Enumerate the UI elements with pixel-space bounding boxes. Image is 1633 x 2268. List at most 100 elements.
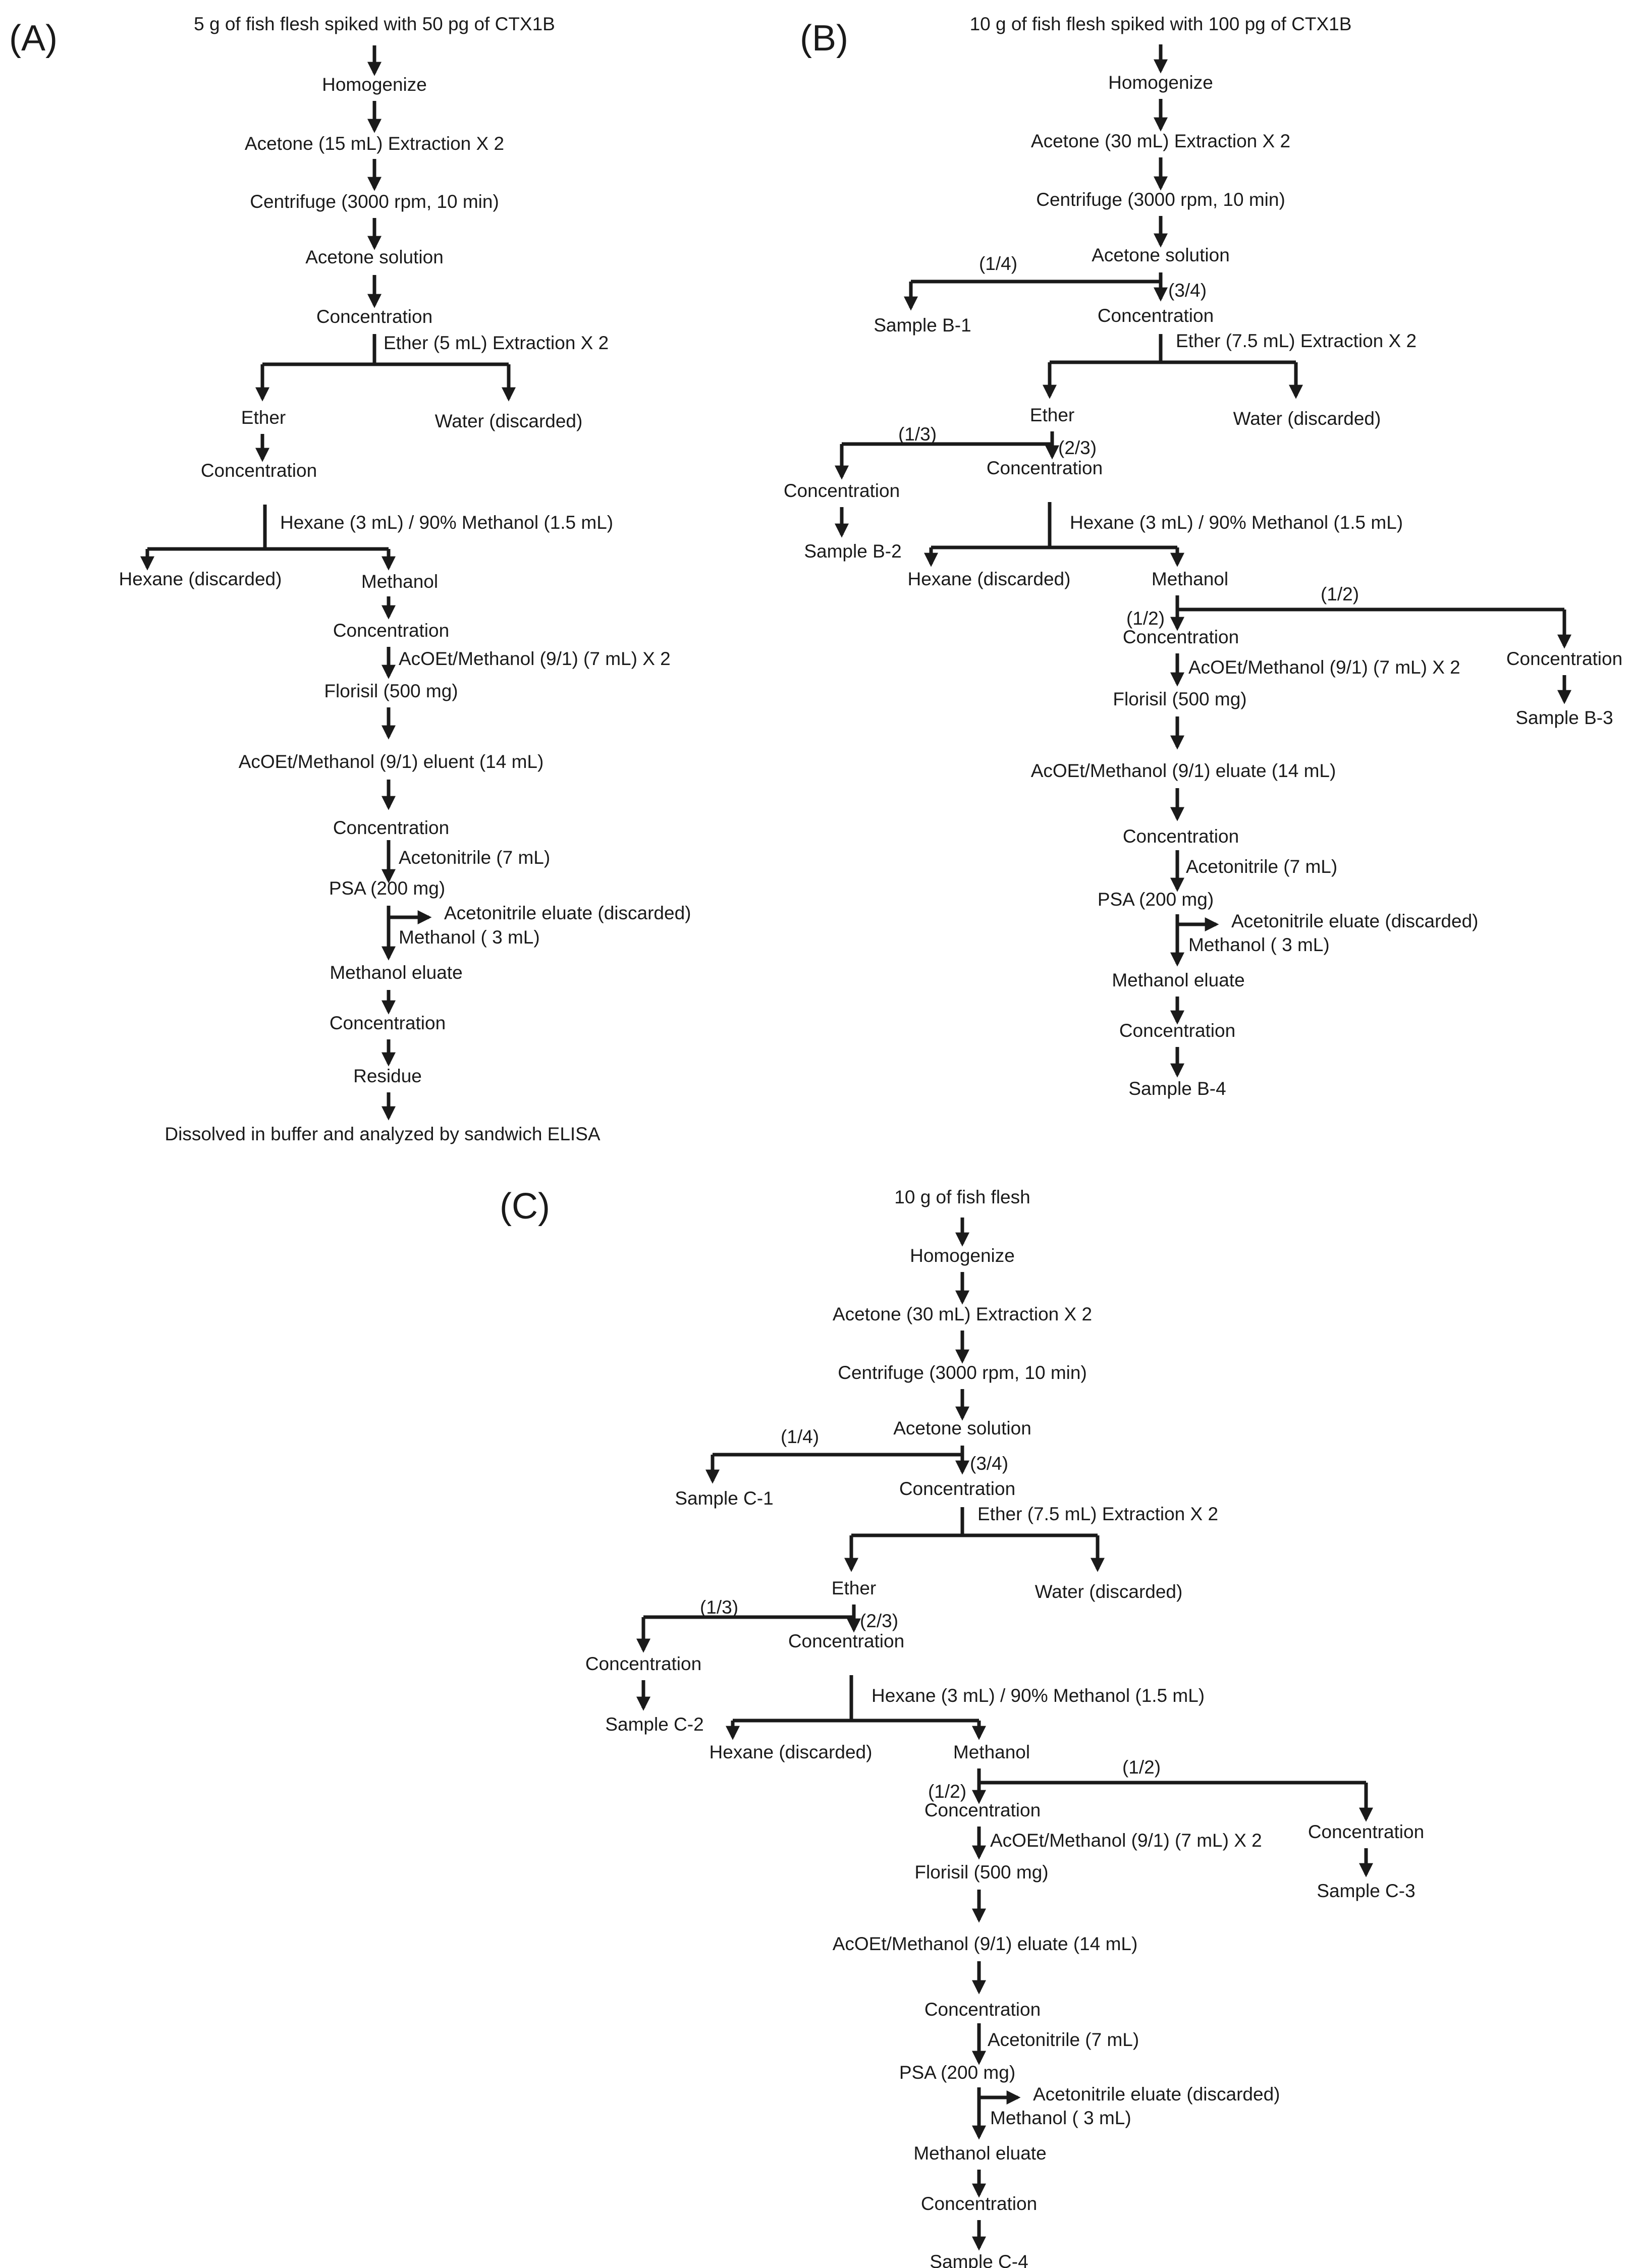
step-conc5: Concentration — [330, 1013, 446, 1033]
step-sample2: Sample B-2 — [804, 541, 901, 562]
step-frac-13: (1/3) — [898, 424, 937, 445]
step-conc1: Concentration — [899, 1478, 1015, 1499]
step-sample1: Sample C-1 — [675, 1488, 773, 1509]
step-sample2: Sample C-2 — [605, 1714, 703, 1735]
step-conc-side3: Concentration — [1308, 1821, 1424, 1842]
step-acetone-ext: Acetone (15 mL) Extraction X 2 — [245, 133, 504, 154]
step-hexane-meoh: Hexane (3 mL) / 90% Methanol (1.5 mL) — [872, 1685, 1205, 1706]
step-acn-eluate: Acetonitrile eluate (discarded) — [1231, 911, 1478, 931]
step-label: (A) — [9, 18, 58, 59]
step-ether: Ether — [832, 1578, 876, 1598]
step-acoet-eluate: AcOEt/Methanol (9/1) eluate (14 mL) — [833, 1933, 1138, 1954]
step-conc1: Concentration — [1098, 305, 1214, 326]
step-psa: PSA (200 mg) — [899, 2062, 1015, 2083]
step-label: (C) — [500, 1186, 550, 1227]
step-meoh-eluate: Methanol eluate — [913, 2143, 1046, 2164]
step-conc3: Concentration — [333, 620, 449, 641]
step-frac-13: (1/3) — [700, 1597, 738, 1618]
step-methanol: Methanol — [953, 1742, 1030, 1762]
step-acoet-eluent: AcOEt/Methanol (9/1) eluent (14 mL) — [239, 751, 544, 772]
step-label: (B) — [800, 18, 848, 59]
step-centrifuge: Centrifuge (3000 rpm, 10 min) — [250, 191, 499, 212]
step-acoet-meoh: AcOEt/Methanol (9/1) (7 mL) X 2 — [399, 648, 671, 669]
step-centrifuge: Centrifuge (3000 rpm, 10 min) — [838, 1362, 1087, 1383]
step-meoh-eluate: Methanol eluate — [1112, 970, 1244, 990]
step-frac-23: (2/3) — [1058, 437, 1097, 458]
step-meoh3: Methanol ( 3 mL) — [1188, 934, 1330, 955]
step-final: Dissolved in buffer and analyzed by sand… — [165, 1124, 600, 1144]
step-homogenize: Homogenize — [910, 1245, 1015, 1266]
step-homogenize: Homogenize — [1108, 72, 1213, 93]
step-sample3: Sample B-3 — [1515, 707, 1613, 728]
step-residue: Residue — [353, 1066, 422, 1086]
step-psa: PSA (200 mg) — [1098, 889, 1214, 910]
step-conc2: Concentration — [788, 1631, 904, 1651]
step-conc-side2: Concentration — [585, 1653, 701, 1674]
step-conc5: Concentration — [1119, 1020, 1235, 1041]
step-conc-side3: Concentration — [1506, 648, 1622, 669]
step-conc3: Concentration — [924, 1800, 1041, 1820]
step-meoh3: Methanol ( 3 mL) — [399, 927, 540, 948]
step-acoet-meoh: AcOEt/Methanol (9/1) (7 mL) X 2 — [1188, 657, 1460, 678]
step-frac-12a: (1/2) — [1126, 608, 1165, 629]
step-frac-23: (2/3) — [860, 1611, 898, 1631]
step-acoet-eluate: AcOEt/Methanol (9/1) eluate (14 mL) — [1031, 760, 1336, 781]
step-hexane-disc: Hexane (discarded) — [710, 1742, 873, 1762]
step-acetonitrile: Acetonitrile (7 mL) — [399, 847, 550, 868]
step-sample4: Sample C-4 — [930, 2251, 1028, 2268]
step-frac-12a: (1/2) — [928, 1781, 966, 1802]
step-methanol: Methanol — [361, 571, 438, 592]
step-ether-ext: Ether (5 mL) Extraction X 2 — [384, 333, 609, 353]
step-start: 5 g of fish flesh spiked with 50 pg of C… — [194, 14, 555, 34]
step-conc4: Concentration — [1123, 826, 1239, 847]
step-start: 10 g of fish flesh spiked with 100 pg of… — [970, 14, 1352, 34]
step-ether: Ether — [1030, 405, 1074, 425]
step-sample1: Sample B-1 — [874, 315, 971, 336]
step-methanol: Methanol — [1152, 569, 1228, 589]
step-sample4: Sample B-4 — [1128, 1078, 1226, 1099]
step-centrifuge: Centrifuge (3000 rpm, 10 min) — [1036, 189, 1285, 210]
step-conc2: Concentration — [987, 458, 1103, 478]
step-water: Water (discarded) — [1035, 1581, 1183, 1602]
step-psa: PSA (200 mg) — [329, 878, 445, 899]
step-frac-14: (1/4) — [781, 1426, 819, 1447]
step-homogenize: Homogenize — [322, 74, 427, 95]
step-conc3: Concentration — [1123, 627, 1239, 647]
step-frac-12b: (1/2) — [1122, 1757, 1161, 1778]
step-florisil: Florisil (500 mg) — [914, 1862, 1048, 1883]
step-acoet-meoh: AcOEt/Methanol (9/1) (7 mL) X 2 — [990, 1830, 1262, 1851]
step-ether: Ether — [241, 407, 286, 428]
step-conc-side2: Concentration — [784, 480, 900, 501]
step-acetone-ext: Acetone (30 mL) Extraction X 2 — [833, 1304, 1092, 1324]
step-start: 10 g of fish flesh — [894, 1187, 1030, 1207]
step-hexane-meoh: Hexane (3 mL) / 90% Methanol (1.5 mL) — [280, 512, 613, 533]
step-conc2: Concentration — [201, 460, 317, 481]
step-conc5: Concentration — [921, 2193, 1037, 2214]
step-frac-34: (3/4) — [970, 1453, 1008, 1474]
step-acetone-ext: Acetone (30 mL) Extraction X 2 — [1031, 131, 1290, 151]
step-meoh3: Methanol ( 3 mL) — [990, 2108, 1131, 2128]
step-acetonitrile: Acetonitrile (7 mL) — [1186, 856, 1337, 877]
step-conc1: Concentration — [316, 306, 432, 327]
step-hexane-meoh: Hexane (3 mL) / 90% Methanol (1.5 mL) — [1070, 512, 1403, 533]
step-conc4: Concentration — [924, 1999, 1041, 2020]
step-acn-eluate: Acetonitrile eluate (discarded) — [444, 903, 691, 923]
step-acetone-sol: Acetone solution — [305, 247, 444, 267]
step-frac-34: (3/4) — [1168, 280, 1207, 301]
step-sample3: Sample C-3 — [1317, 1880, 1415, 1901]
step-acetone-sol: Acetone solution — [1092, 245, 1230, 265]
step-meoh-eluate: Methanol eluate — [330, 962, 462, 983]
step-frac-14: (1/4) — [979, 253, 1017, 274]
step-acetone-sol: Acetone solution — [893, 1418, 1031, 1439]
step-acetonitrile: Acetonitrile (7 mL) — [988, 2029, 1139, 2050]
step-hexane-disc: Hexane (discarded) — [908, 569, 1071, 589]
step-water: Water (discarded) — [1233, 408, 1381, 429]
step-hexane-disc: Hexane (discarded) — [119, 569, 282, 589]
step-ether-ext: Ether (7.5 mL) Extraction X 2 — [977, 1504, 1218, 1524]
step-water: Water (discarded) — [435, 411, 583, 431]
step-ether-ext: Ether (7.5 mL) Extraction X 2 — [1176, 330, 1417, 351]
step-conc4: Concentration — [333, 817, 449, 838]
step-frac-12b: (1/2) — [1321, 584, 1359, 604]
step-acn-eluate: Acetonitrile eluate (discarded) — [1033, 2084, 1280, 2105]
